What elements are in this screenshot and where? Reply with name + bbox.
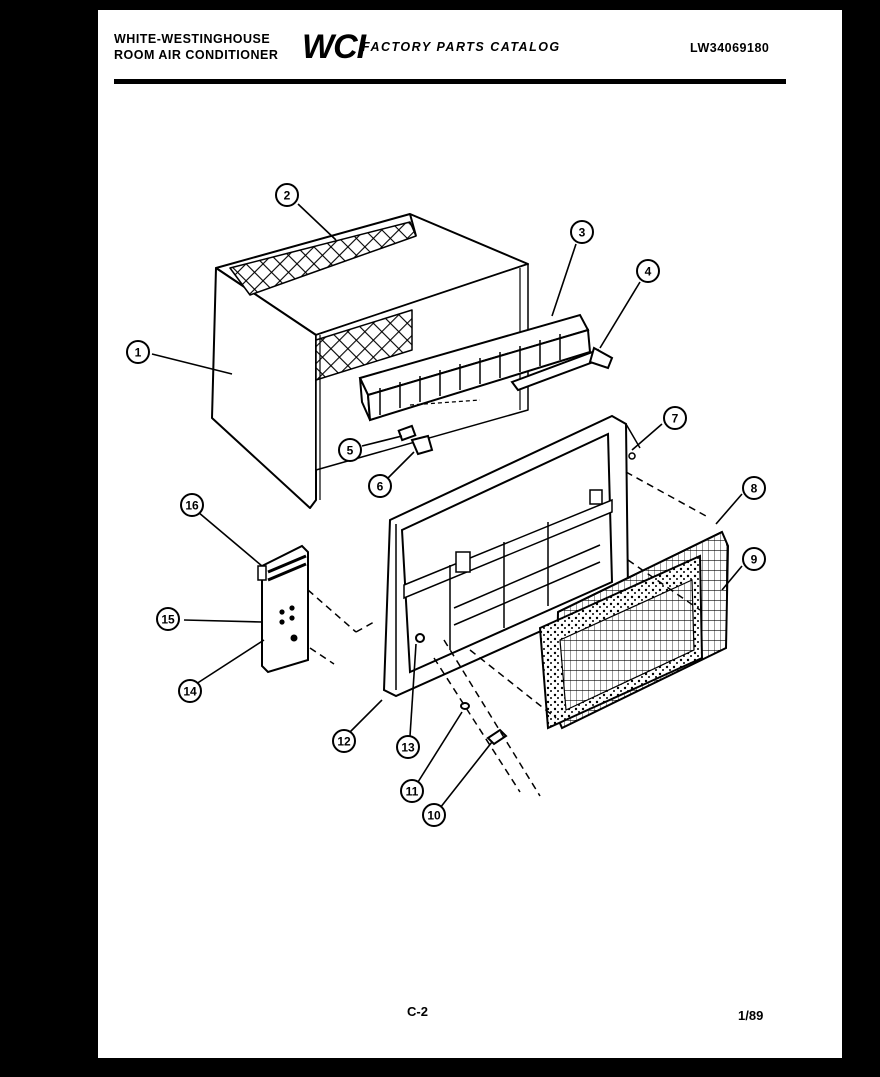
callout-12: 12 xyxy=(332,729,356,753)
callout-number: 12 xyxy=(337,735,351,749)
callout-14: 14 xyxy=(178,679,202,703)
catalog-title: FACTORY PARTS CATALOG xyxy=(362,40,561,54)
louver-assembly-part xyxy=(358,313,592,422)
callout-circle xyxy=(422,803,446,827)
catalog-date: 1/89 xyxy=(738,1008,764,1023)
callout-circle xyxy=(332,729,356,753)
callout-leaders xyxy=(151,203,743,809)
callout-number: 7 xyxy=(672,412,679,426)
callout-11: 11 xyxy=(400,779,424,803)
callout-circle xyxy=(570,220,594,244)
callout-4: 4 xyxy=(636,259,660,283)
callout-circle xyxy=(663,406,687,430)
air-filter-part xyxy=(538,554,704,730)
callout-number: 8 xyxy=(751,482,758,496)
callout-circle xyxy=(368,474,392,498)
callout-number: 16 xyxy=(185,499,199,513)
brand-line-1: WHITE-WESTINGHOUSE xyxy=(114,32,271,46)
callout-circle xyxy=(156,607,180,631)
callout-15: 15 xyxy=(156,607,180,631)
callout-number: 4 xyxy=(645,265,652,279)
callout-number: 15 xyxy=(161,613,175,627)
control-panel-part xyxy=(257,544,309,674)
callout-1: 1 xyxy=(126,340,150,364)
callout-circle xyxy=(396,735,420,759)
model-number: LW34069180 xyxy=(690,41,770,55)
callout-7: 7 xyxy=(663,406,687,430)
callout-number: 1 xyxy=(135,346,142,360)
callout-number: 13 xyxy=(401,741,415,755)
callout-3: 3 xyxy=(570,220,594,244)
callout-number: 6 xyxy=(377,480,384,494)
callout-16: 16 xyxy=(180,493,204,517)
callout-10: 10 xyxy=(422,803,446,827)
callout-circle xyxy=(742,476,766,500)
dashed-assembly-lines xyxy=(307,471,707,797)
callout-circle xyxy=(178,679,202,703)
callout-circle xyxy=(126,340,150,364)
callout-6: 6 xyxy=(368,474,392,498)
callout-number: 14 xyxy=(183,685,197,699)
callout-number: 3 xyxy=(579,226,586,240)
header-rule xyxy=(114,79,786,84)
callout-number: 11 xyxy=(406,785,419,799)
callout-5: 5 xyxy=(338,438,362,462)
callout-circle xyxy=(338,438,362,462)
callout-circle xyxy=(275,183,299,207)
callout-number: 5 xyxy=(347,444,354,458)
brand-line-2: ROOM AIR CONDITIONER xyxy=(114,48,279,62)
callout-number: 2 xyxy=(284,189,291,203)
callout-9: 9 xyxy=(742,547,766,571)
callout-number: 9 xyxy=(751,553,758,567)
wci-logo: WCI xyxy=(302,28,366,66)
page-number: C-2 xyxy=(407,1004,428,1019)
callout-13: 13 xyxy=(396,735,420,759)
callout-number: 10 xyxy=(427,809,441,823)
callout-circle xyxy=(180,493,204,517)
bracket-parts xyxy=(397,399,481,456)
front-frame-part xyxy=(382,414,641,698)
callout-circle xyxy=(636,259,660,283)
damper-rod-part xyxy=(510,346,614,392)
callout-circle xyxy=(742,547,766,571)
callout-2: 2 xyxy=(275,183,299,207)
callout-circle xyxy=(400,779,424,803)
callout-8: 8 xyxy=(742,476,766,500)
